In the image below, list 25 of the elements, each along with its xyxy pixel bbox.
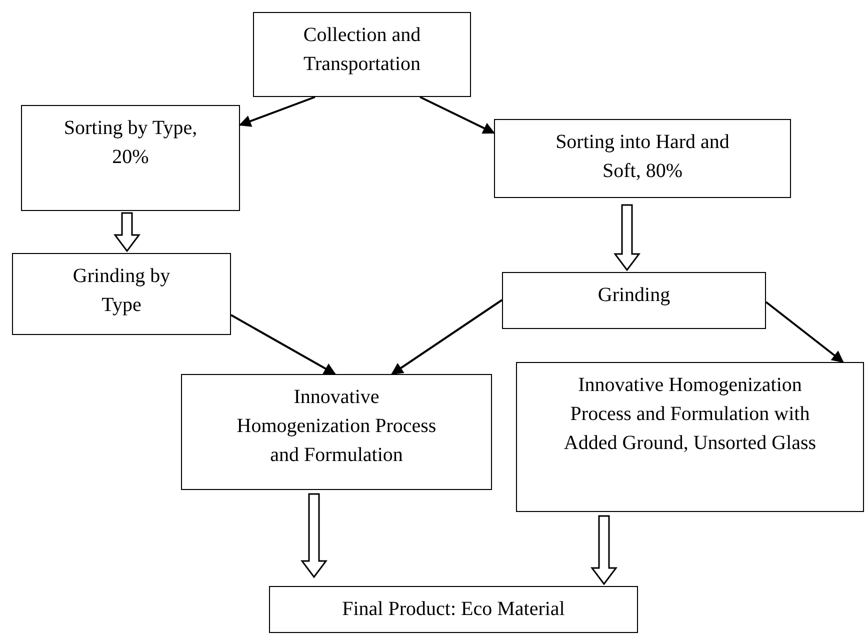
arrow [238,96,316,127]
process-box [502,272,766,329]
process-box [494,119,791,198]
block-arrow [114,212,140,252]
box-label: Collection and Transportation [302,23,422,77]
box-label: Final Product: Eco Material [341,597,566,622]
arrow [420,96,496,134]
process-box [21,105,240,211]
box-label: Sorting into Hard and Soft, 80% [554,130,730,184]
process-box [253,12,471,97]
block-arrow [590,515,618,586]
box-label: Grinding by Type [72,264,172,318]
block-arrow [614,204,640,272]
arrow [765,301,844,363]
box-label: Grinding [596,283,672,308]
process-box [516,362,864,512]
box-label: Innovative Homogenization Process and Formulation [236,385,438,468]
process-box [12,253,231,335]
process-box [269,586,638,633]
process-box [181,374,492,490]
arrow [391,299,503,375]
arrow [230,314,336,375]
block-arrow [300,493,328,578]
box-label: Sorting by Type, 20% [62,116,198,170]
box-label: Innovative Homogenization Process and Formulation with Added Ground, Unsorted Glass [562,373,818,456]
